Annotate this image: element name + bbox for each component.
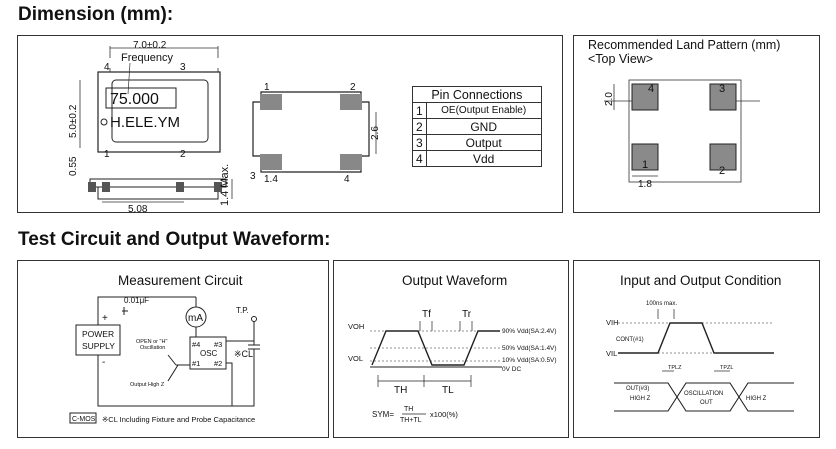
pin-name: OE(Output Enable) bbox=[425, 102, 542, 119]
minus-label: - bbox=[102, 357, 105, 368]
table-row: 1 OE(Output Enable) bbox=[412, 102, 542, 119]
cont-label: CONT(#1) bbox=[616, 337, 644, 343]
waveform-title: Output Waveform bbox=[402, 273, 507, 288]
pin-name: Vdd bbox=[425, 150, 542, 167]
tf-label: Tf bbox=[422, 309, 431, 320]
pin-name: GND bbox=[425, 118, 542, 135]
cl-label: ※CL bbox=[234, 349, 253, 359]
width-dimension: 7.0±0.2 bbox=[133, 40, 167, 51]
capacitor-label: 0.01μF bbox=[124, 296, 149, 305]
level-10-label: 10% Vdd(SA:0.5V) bbox=[502, 357, 557, 364]
land-pin2-label: 2 bbox=[719, 165, 725, 177]
pin-number: 2 bbox=[412, 118, 427, 135]
cmos-label: C-MOS bbox=[72, 416, 96, 423]
tplz-label: TPLZ bbox=[668, 365, 682, 371]
io-title: Input and Output Condition bbox=[620, 273, 781, 288]
sym-tail: x100(%) bbox=[430, 410, 458, 419]
land-pattern-panel: Recommended Land Pattern (mm) <Top View>… bbox=[573, 35, 820, 213]
pin-name: Output bbox=[425, 134, 542, 151]
level-50-label: 50% Vdd(SA:1.4V) bbox=[502, 345, 557, 352]
level-90-label: 90% Vdd(SA:2.4V) bbox=[502, 328, 557, 335]
oscillation-label: Oscillation bbox=[140, 345, 165, 351]
dimension-heading: Dimension (mm): bbox=[18, 4, 174, 25]
osc-pin3: #3 bbox=[214, 340, 222, 349]
top-pin4-label: 4 bbox=[104, 62, 110, 73]
osc-label: OSC bbox=[200, 349, 218, 358]
th-label: TH bbox=[394, 385, 407, 396]
pin-connections-table: Pin Connections 1 OE(Output Enable) 2 GN… bbox=[412, 86, 542, 167]
power-label: POWER bbox=[82, 329, 114, 339]
land-pin3-label: 3 bbox=[719, 83, 725, 95]
table-row: 2 GND bbox=[412, 118, 542, 135]
vih-label: VIH bbox=[606, 318, 619, 327]
level-0-label: 0V DC bbox=[502, 366, 521, 373]
dimension-panel: 7.0±0.2 Frequency 4 3 75.000 H.ELE.YM 1 … bbox=[17, 35, 563, 214]
tr-label: Tr bbox=[462, 309, 472, 320]
meter-label: mA bbox=[188, 313, 203, 324]
pitch-dimension: 5.08 bbox=[128, 204, 148, 214]
osc-pin1: #1 bbox=[192, 359, 200, 368]
osc-pin2: #2 bbox=[214, 359, 222, 368]
land-height-dim: 2.0 bbox=[604, 92, 615, 106]
output-high-z-label: Output High Z bbox=[130, 382, 165, 388]
pad-dimension: 0.55 bbox=[68, 156, 79, 176]
land-pattern-subtitle: <Top View> bbox=[588, 52, 653, 66]
dimension-drawing: 7.0±0.2 Frequency 4 3 75.000 H.ELE.YM 1 … bbox=[68, 40, 381, 214]
oscillation-out-label: OSCILLATION bbox=[684, 391, 723, 397]
sym-numerator: TH bbox=[404, 406, 413, 413]
measurement-circuit-panel: Measurement Circuit mA 0.01μF POWER SUPP… bbox=[17, 260, 329, 438]
test-point-label: T.P. bbox=[236, 306, 249, 315]
osc-out-label: OUT bbox=[700, 400, 713, 406]
bottom-pin2-label: 2 bbox=[350, 82, 356, 93]
top-pin2-label: 2 bbox=[180, 149, 186, 160]
voh-label: VOH bbox=[348, 322, 364, 331]
land-pin1-label: 1 bbox=[642, 159, 648, 171]
pin-number: 1 bbox=[412, 102, 427, 119]
supply-label: SUPPLY bbox=[82, 341, 115, 351]
bottom-pad-height: 2.6 bbox=[370, 126, 381, 140]
bottom-pin4-label: 4 bbox=[344, 174, 350, 185]
max-100ns-label: 100ns max. bbox=[646, 301, 677, 307]
top-pin1-label: 1 bbox=[104, 149, 110, 160]
frequency-value: 75.000 bbox=[110, 91, 159, 108]
io-condition-panel: Input and Output Condition 100ns max. VI… bbox=[573, 260, 820, 438]
max-height-dimension: 1.4 Max. bbox=[219, 164, 231, 206]
vil-label: VIL bbox=[606, 349, 617, 358]
out3-label: OUT(#3) bbox=[626, 386, 649, 392]
plus-label: + bbox=[102, 313, 108, 324]
highz-left-label: HIGH Z bbox=[630, 396, 651, 402]
vol-label: VOL bbox=[348, 354, 363, 363]
land-pattern-drawing: Recommended Land Pattern (mm) <Top View>… bbox=[588, 38, 780, 190]
pin-number: 4 bbox=[412, 150, 427, 167]
land-pin4-label: 4 bbox=[648, 83, 654, 95]
highz-right-label: HIGH Z bbox=[746, 396, 767, 402]
bottom-pin1-label: 1 bbox=[264, 82, 270, 93]
osc-pin4: #4 bbox=[192, 340, 200, 349]
tpzl-label: TPZL bbox=[720, 365, 733, 371]
bottom-pin3-label: 3 bbox=[250, 171, 256, 182]
land-width-dim: 1.8 bbox=[638, 179, 652, 190]
output-waveform-panel: Output Waveform Tf Tr VOH VOL 90% Vdd(SA… bbox=[333, 260, 569, 438]
test-circuit-heading: Test Circuit and Output Waveform: bbox=[18, 229, 331, 250]
sym-label: SYM= bbox=[372, 410, 394, 419]
height-dimension: 5.0±0.2 bbox=[68, 104, 79, 138]
pin-connections-title: Pin Connections bbox=[412, 86, 542, 103]
open-or-h-label: OPEN or "H" bbox=[136, 339, 167, 345]
pin-number: 3 bbox=[412, 134, 427, 151]
io-condition-drawing: Input and Output Condition 100ns max. VI… bbox=[606, 273, 794, 412]
cl-note: ※CL Including Fixture and Probe Capacita… bbox=[102, 415, 255, 424]
land-pattern-title: Recommended Land Pattern (mm) bbox=[588, 38, 780, 52]
sym-denominator: TH+TL bbox=[400, 417, 422, 424]
frequency-label: Frequency bbox=[121, 52, 173, 64]
table-row: 3 Output bbox=[412, 134, 542, 151]
measurement-circuit-drawing: Measurement Circuit mA 0.01μF POWER SUPP… bbox=[69, 273, 260, 424]
brand-label: H.ELE.YM bbox=[110, 114, 180, 131]
measurement-title: Measurement Circuit bbox=[118, 273, 243, 288]
table-row: 4 Vdd bbox=[412, 150, 542, 167]
tl-label: TL bbox=[442, 385, 454, 396]
bottom-pad-width: 1.4 bbox=[264, 174, 278, 185]
top-pin3-label: 3 bbox=[180, 62, 186, 73]
output-waveform-drawing: Output Waveform Tf Tr VOH VOL 90% Vdd(SA… bbox=[348, 273, 557, 424]
